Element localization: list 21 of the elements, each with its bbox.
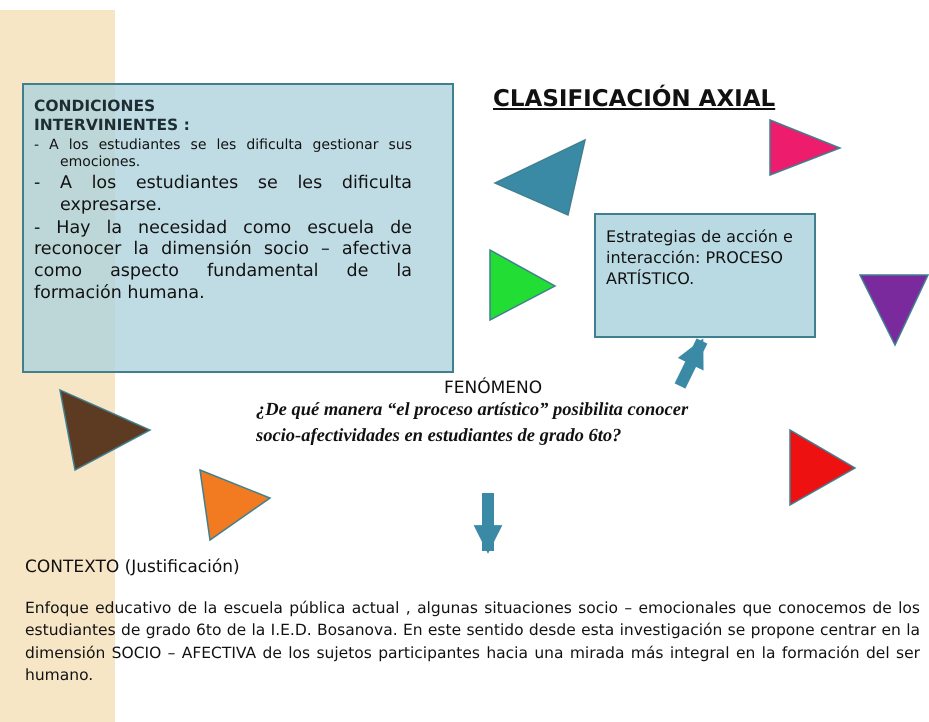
triangle-shape	[858, 274, 929, 347]
triangle-shape	[59, 388, 152, 472]
bullet-text: - A los estudiantes se les dificulta gestionar sus emociones.	[34, 136, 412, 172]
box-heading: CONDICIONES INTERVINIENTES :	[34, 97, 191, 136]
arrow	[474, 493, 502, 554]
bullet-text: - A los estudiantes se les dificulta expresarse.	[34, 172, 412, 216]
triangle-shape	[493, 138, 587, 217]
triangle-shape	[769, 118, 842, 177]
section-heading: FENÓMENO	[443, 378, 544, 398]
arrow	[674, 338, 708, 389]
paragraph: Enfoque educativo de la escuela pública actual , algunas situaciones socio – emocionales que conocemos de los estudiantes de grado 6to de la I.E.D. Bosanova. En este sentido desde esta investigación se propone centrar en la dimensión SOCIO – AFECTIVA de los sujetos participantes hacia una mirada más integral en la formación del ser humano.	[25, 598, 920, 686]
box-text: Estrategias de acción e interacción: PROCESO ARTÍSTICO.	[606, 227, 794, 290]
section-heading: CONTEXTO (Justificación)	[25, 557, 241, 577]
triangle-shape	[199, 468, 272, 542]
bullet-text: - Hay la necesidad como escuela de reconocer la dimensión socio – afectiva como aspecto fundamental de la formación humana.	[34, 218, 412, 305]
research-question: ¿De qué manera “el proceso artístico” posibilita conocer socio-afectividades en estudiantes de grado 6to?	[256, 399, 690, 448]
triangle-shape	[489, 248, 557, 322]
triangle-shape	[789, 428, 857, 507]
slide-title: CLASIFICACIÓN AXIAL	[493, 86, 776, 112]
process-box	[594, 213, 816, 338]
info-box	[22, 83, 454, 373]
